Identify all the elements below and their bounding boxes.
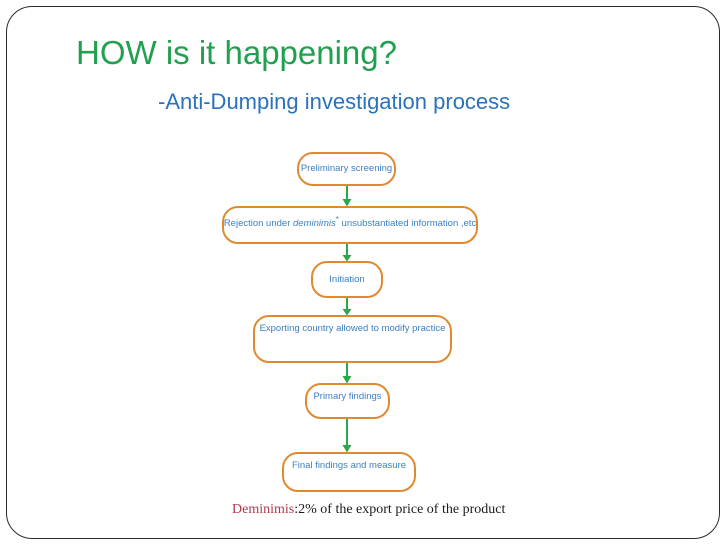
flow-node-primary-findings[interactable]: Primary findings: [305, 383, 390, 419]
flow-node-label: Initiation: [329, 273, 365, 285]
page-subtitle: -Anti-Dumping investigation process: [158, 89, 511, 114]
flow-node-label: Rejection under deminimis* unsubstantiat…: [224, 214, 476, 230]
flow-node-label: Final findings and measure: [291, 460, 407, 471]
flow-node-final-findings-measure[interactable]: Final findings and measure: [282, 452, 416, 492]
flow-node-label: Exporting country allowed to modify prac…: [259, 323, 446, 334]
flow-arrow-down-1: [341, 186, 353, 207]
page-title: HOW is it happening?: [76, 34, 397, 71]
footnote: Deminimis:2% of the export price of the …: [232, 501, 505, 519]
flow-node-label: Preliminary screening: [300, 163, 393, 174]
flow-node-label-prefix: Rejection under: [223, 218, 293, 230]
flow-node-exporting-country-modify[interactable]: Exporting country allowed to modify prac…: [253, 315, 452, 363]
footnote-marker: *: [335, 215, 339, 224]
flow-node-preliminary-screening[interactable]: Preliminary screening: [297, 152, 396, 186]
flow-node-label: Primary findings: [313, 391, 382, 402]
footnote-term: Deminimis: [232, 502, 295, 517]
flow-node-initiation[interactable]: Initiation: [311, 261, 383, 298]
flow-arrow-down-4: [341, 363, 353, 384]
flow-arrow-down-5: [341, 419, 353, 453]
flow-node-label-emphasis: deminimis: [293, 218, 336, 230]
flow-arrow-down-3: [341, 298, 353, 316]
flow-arrow-down-2: [341, 244, 353, 262]
flow-node-rejection-deminimis[interactable]: Rejection under deminimis* unsubstantiat…: [222, 206, 478, 244]
footnote-text: :2% of the export price of the product: [294, 502, 506, 517]
flow-node-label-suffix: unsubstantiated information ,etc: [338, 218, 477, 230]
